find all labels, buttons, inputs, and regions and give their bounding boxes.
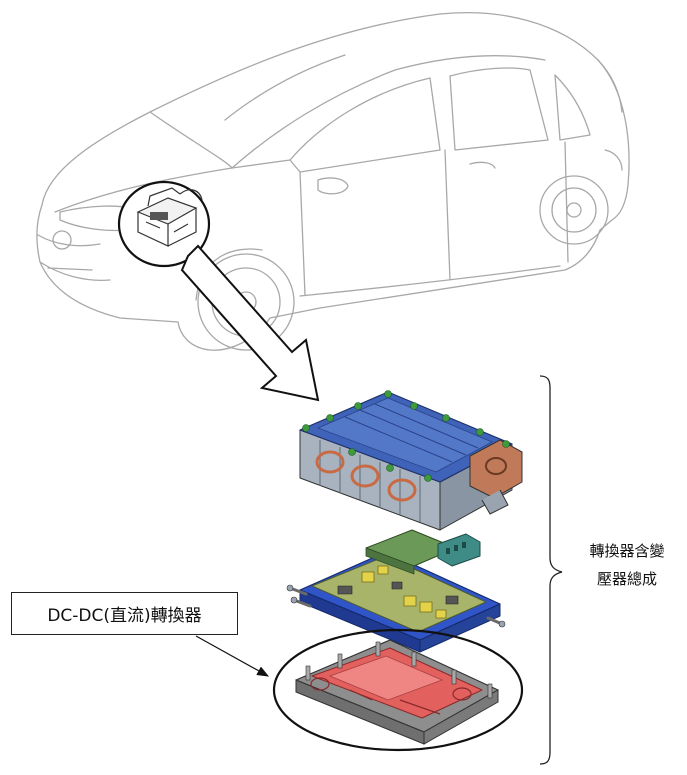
engine-bay-highlight xyxy=(117,180,211,268)
callout-leader-line xyxy=(195,635,270,677)
assembly-label-line1: 轉換器含變 xyxy=(589,542,665,560)
dc-dc-converter-label-box: DC-DC(直流)轉換器 xyxy=(11,592,238,635)
assembly-bracket xyxy=(539,375,563,765)
dc-dc-circuit-board xyxy=(286,529,506,653)
car-outline-drawing xyxy=(36,12,630,351)
dc-dc-housing xyxy=(272,628,524,752)
zoom-arrow xyxy=(180,244,320,402)
inverter-in-car-icon xyxy=(136,187,203,247)
inverter-top-unit xyxy=(299,390,523,531)
dc-dc-highlight-ellipse xyxy=(272,628,524,752)
assembly-label-line2: 壓器總成 xyxy=(596,570,657,588)
dc-dc-converter-label: DC-DC(直流)轉換器 xyxy=(47,606,202,626)
